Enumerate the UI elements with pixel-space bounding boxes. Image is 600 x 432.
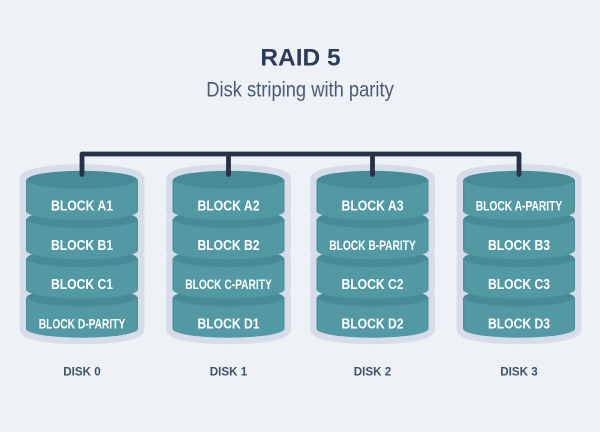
svg-text:BLOCK C2: BLOCK C2 bbox=[342, 276, 404, 293]
svg-text:DISK 0: DISK 0 bbox=[63, 364, 101, 378]
svg-text:BLOCK B3: BLOCK B3 bbox=[488, 237, 550, 254]
svg-text:BLOCK D1: BLOCK D1 bbox=[198, 315, 260, 332]
svg-text:BLOCK A1: BLOCK A1 bbox=[51, 198, 113, 215]
svg-text:BLOCK B1: BLOCK B1 bbox=[51, 237, 113, 254]
svg-text:BLOCK A-PARITY: BLOCK A-PARITY bbox=[476, 199, 563, 214]
svg-text:RAID 5: RAID 5 bbox=[260, 45, 340, 72]
svg-text:BLOCK A2: BLOCK A2 bbox=[198, 198, 260, 215]
svg-text:BLOCK C1: BLOCK C1 bbox=[51, 276, 113, 293]
svg-text:DISK 2: DISK 2 bbox=[354, 364, 392, 378]
svg-text:BLOCK D3: BLOCK D3 bbox=[488, 315, 550, 332]
svg-text:BLOCK D-PARITY: BLOCK D-PARITY bbox=[39, 316, 126, 331]
svg-text:Disk striping with parity: Disk striping with parity bbox=[206, 79, 394, 102]
svg-text:BLOCK D2: BLOCK D2 bbox=[342, 315, 404, 332]
svg-text:BLOCK C3: BLOCK C3 bbox=[488, 276, 550, 293]
svg-text:BLOCK B2: BLOCK B2 bbox=[198, 237, 260, 254]
svg-text:BLOCK B-PARITY: BLOCK B-PARITY bbox=[329, 238, 416, 253]
svg-text:DISK 1: DISK 1 bbox=[210, 364, 248, 378]
svg-text:BLOCK A3: BLOCK A3 bbox=[342, 198, 404, 215]
svg-text:BLOCK C-PARITY: BLOCK C-PARITY bbox=[185, 277, 272, 292]
svg-text:DISK 3: DISK 3 bbox=[500, 364, 538, 378]
